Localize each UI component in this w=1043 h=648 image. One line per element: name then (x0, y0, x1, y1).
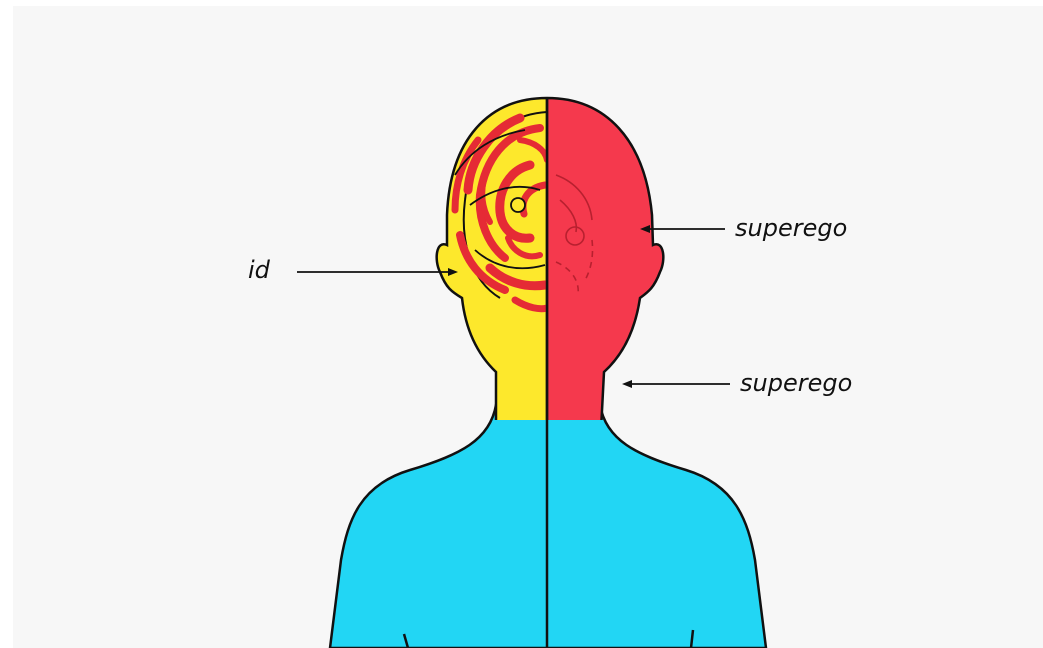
arrow-superego-neck (622, 380, 730, 388)
id-label: id (248, 258, 270, 282)
superego-head-label: superego (735, 216, 847, 240)
superego-neck-label: superego (740, 371, 852, 395)
arrow-id (297, 268, 458, 276)
head-right-half (547, 98, 663, 430)
